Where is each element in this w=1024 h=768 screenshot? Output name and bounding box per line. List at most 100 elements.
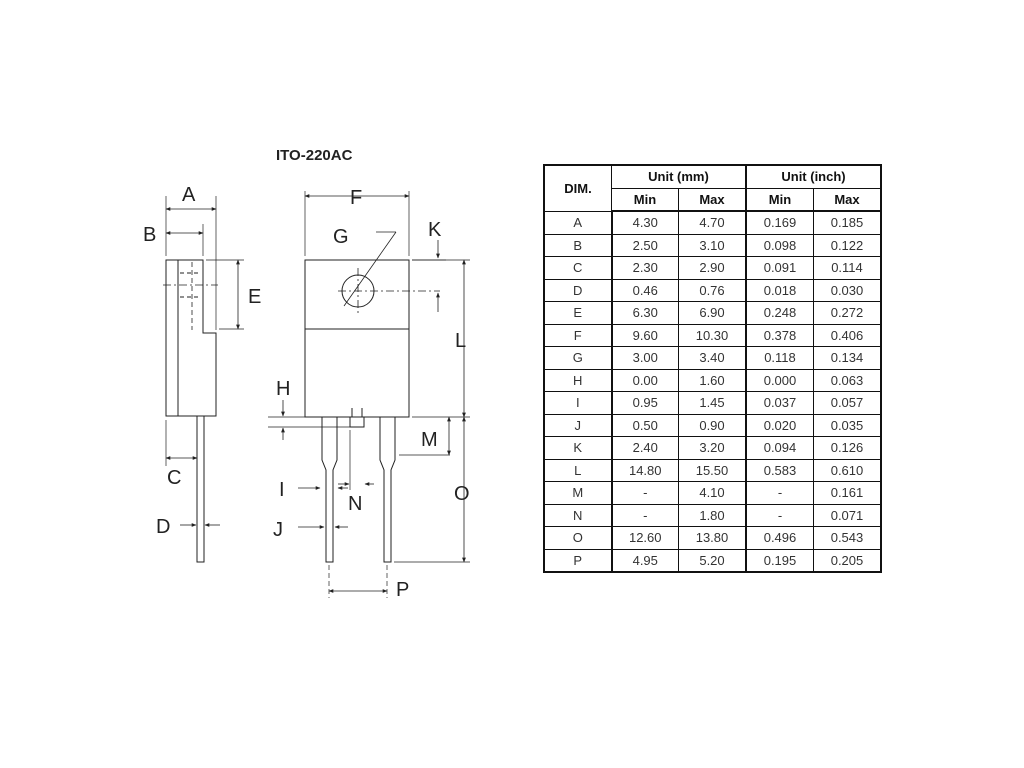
inch-min-cell: - — [745, 481, 814, 505]
mm-min-cell: 0.50 — [611, 413, 679, 437]
inch-min-cell: 0.496 — [745, 526, 814, 550]
inch-max-cell: 0.272 — [813, 301, 882, 325]
mm-max-cell: 5.20 — [678, 548, 747, 573]
package-title: ITO-220AC — [276, 147, 353, 164]
dim-cell: D — [543, 278, 613, 302]
mm-min-cell: 0.95 — [611, 391, 679, 415]
mm-max-cell: 0.90 — [678, 413, 747, 437]
mm-max-cell: 1.45 — [678, 391, 747, 415]
table-row: M-4.10-0.161 — [543, 481, 882, 505]
dim-label-m: M — [421, 429, 438, 451]
dim-label-p: P — [396, 579, 409, 601]
mm-min-cell: 6.30 — [611, 301, 679, 325]
mm-max-cell: 6.90 — [678, 301, 747, 325]
dim-header: DIM. — [543, 164, 612, 212]
inch-max-cell: 0.543 — [813, 526, 882, 550]
dim-cell: P — [543, 548, 613, 573]
mm-min-cell: 2.50 — [611, 233, 679, 257]
unit-mm-header: Unit (mm) — [611, 164, 747, 189]
dim-cell: N — [543, 503, 613, 527]
dim-label-d: D — [156, 516, 170, 538]
mm-max-cell: 3.10 — [678, 233, 747, 257]
inch-max-cell: 0.126 — [813, 436, 882, 460]
inch-min-cell: 0.094 — [745, 436, 814, 460]
inch-max-cell: 0.134 — [813, 346, 882, 370]
mm-min-cell: 2.40 — [611, 436, 679, 460]
mm-min-cell: 14.80 — [611, 458, 679, 482]
inch-min-cell: 0.118 — [745, 346, 814, 370]
mm-min-cell: 9.60 — [611, 323, 679, 347]
mm-min-cell: 4.95 — [611, 548, 679, 573]
inch-min-cell: 0.169 — [745, 210, 814, 235]
table-header-row: DIM. Unit (mm) Unit (inch) — [543, 164, 882, 212]
mm-max-cell: 3.20 — [678, 436, 747, 460]
mm-min-header: Min — [611, 187, 679, 212]
dim-cell: E — [543, 301, 613, 325]
inch-min-cell: 0.091 — [745, 256, 814, 280]
dim-label-c: C — [167, 467, 181, 489]
inch-min-cell: 0.037 — [745, 391, 814, 415]
dim-cell: O — [543, 526, 613, 550]
mm-min-cell: 2.30 — [611, 256, 679, 280]
mm-max-cell: 1.60 — [678, 368, 747, 392]
side-view — [163, 196, 244, 563]
inch-max-cell: 0.071 — [813, 503, 882, 527]
inch-max-cell: 0.030 — [813, 278, 882, 302]
inch-max-cell: 0.122 — [813, 233, 882, 257]
dim-cell: H — [543, 368, 613, 392]
inch-max-cell: 0.406 — [813, 323, 882, 347]
inch-min-cell: 0.583 — [745, 458, 814, 482]
dim-cell: I — [543, 391, 613, 415]
mm-min-cell: 0.46 — [611, 278, 679, 302]
dim-label-h: H — [276, 378, 290, 400]
inch-min-cell: 0.195 — [745, 548, 814, 573]
dim-cell: M — [543, 481, 613, 505]
mm-max-cell: 3.40 — [678, 346, 747, 370]
table-subheader-row: Min Max Min Max — [544, 187, 882, 212]
dimension-table: DIM. Unit (mm) Unit (inch) Min Max Min M… — [543, 164, 882, 573]
mm-max-cell: 15.50 — [678, 458, 747, 482]
mm-max-cell: 10.30 — [678, 323, 747, 347]
dim-label-n: N — [348, 493, 362, 515]
mm-min-cell: 3.00 — [611, 346, 679, 370]
inch-min-header: Min — [745, 187, 814, 212]
table-row: N-1.80-0.071 — [543, 503, 882, 527]
inch-min-cell: 0.378 — [745, 323, 814, 347]
mm-min-cell: 4.30 — [611, 210, 679, 235]
dim-cell: A — [543, 210, 613, 235]
mm-min-cell: - — [611, 481, 679, 505]
inch-max-cell: 0.205 — [813, 548, 882, 573]
mm-max-cell: 4.10 — [678, 481, 747, 505]
inch-min-cell: 0.248 — [745, 301, 814, 325]
dim-label-g: G — [333, 226, 349, 248]
mm-min-cell: - — [611, 503, 679, 527]
inch-max-cell: 0.057 — [813, 391, 882, 415]
mm-max-cell: 2.90 — [678, 256, 747, 280]
inch-max-cell: 0.161 — [813, 481, 882, 505]
dim-cell: L — [543, 458, 613, 482]
inch-max-cell: 0.114 — [813, 256, 882, 280]
dim-cell: G — [543, 346, 613, 370]
front-view — [268, 191, 470, 598]
dim-label-e: E — [248, 286, 261, 308]
dimension-labels: A B C D E F G H I J K L M N O P — [143, 184, 470, 601]
dim-label-l: L — [455, 330, 466, 352]
inch-max-cell: 0.035 — [813, 413, 882, 437]
inch-min-cell: 0.018 — [745, 278, 814, 302]
mm-max-header: Max — [678, 187, 747, 212]
dim-cell: K — [543, 436, 613, 460]
dim-cell: J — [543, 413, 613, 437]
mm-max-cell: 13.80 — [678, 526, 747, 550]
mm-max-cell: 0.76 — [678, 278, 747, 302]
dim-label-j: J — [273, 519, 283, 541]
